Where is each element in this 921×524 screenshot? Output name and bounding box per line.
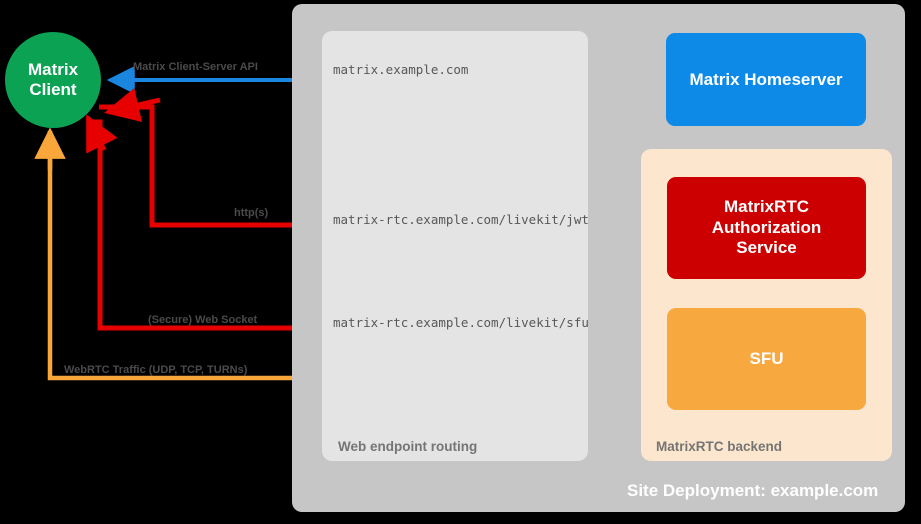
panel-label-site-deployment: Site Deployment: example.com bbox=[627, 481, 879, 500]
edge-livekit-sfu-return-head bbox=[85, 114, 118, 154]
auth-label-line2: Authorization bbox=[711, 217, 822, 237]
node-sfu[interactable]: SFU bbox=[667, 308, 866, 410]
node-matrix-client[interactable]: Matrix Client bbox=[5, 32, 101, 128]
matrix-homeserver-label: Matrix Homeserver bbox=[689, 69, 843, 89]
node-matrixrtc-authorization-service[interactable]: MatrixRTC Authorization Service bbox=[667, 177, 866, 279]
panel-label-web-endpoint-routing: Web endpoint routing bbox=[338, 439, 478, 454]
edge-label-webrtc-traffic: WebRTC Traffic (UDP, TCP, TURNs) bbox=[64, 364, 248, 376]
url-matrix-example-com: matrix.example.com bbox=[333, 62, 469, 77]
panel-label-matrixrtc-backend: MatrixRTC backend bbox=[656, 439, 783, 454]
matrix-client-label-line2: Client bbox=[29, 80, 77, 99]
edge-label-livekit-sfu: (Secure) Web Socket bbox=[148, 314, 258, 326]
matrix-client-label-line1: Matrix bbox=[27, 59, 79, 79]
panel-web-endpoint-routing bbox=[322, 31, 588, 461]
node-matrix-homeserver[interactable]: Matrix Homeserver bbox=[666, 33, 866, 126]
url-livekit-jwt: matrix-rtc.example.com/livekit/jwt bbox=[333, 212, 589, 227]
auth-label-line1: MatrixRTC bbox=[723, 197, 809, 217]
auth-label-line3: Service bbox=[736, 238, 797, 258]
url-livekit-sfu: matrix-rtc.example.com/livekit/sfu bbox=[333, 315, 589, 330]
edge-livekit-jwt-return-head bbox=[104, 87, 161, 123]
sfu-label: SFU bbox=[749, 349, 784, 368]
edge-label-client-server-api: Matrix Client-Server API bbox=[133, 61, 258, 73]
edge-label-livekit-jwt: http(s) bbox=[234, 207, 269, 219]
